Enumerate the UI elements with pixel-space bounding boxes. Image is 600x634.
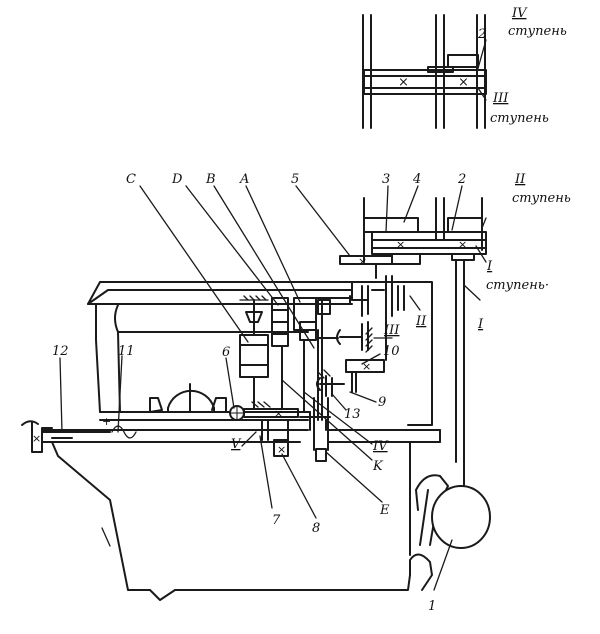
label-7: 7	[272, 513, 281, 528]
label-shaft-v: V	[231, 437, 242, 452]
svg-text:+: +	[102, 415, 111, 428]
label-stage-iii: III	[492, 91, 509, 106]
svg-text:×: ×	[458, 238, 467, 251]
label-stage-word-iv: ступень	[508, 24, 567, 39]
label-stage-i: I	[486, 259, 493, 274]
label-A: A	[239, 172, 249, 187]
label-10: 10	[383, 344, 400, 359]
svg-text:×: ×	[362, 360, 371, 373]
svg-text:×: ×	[396, 238, 405, 251]
svg-text:×: ×	[398, 75, 409, 90]
label-shaft-ii: II	[415, 314, 427, 329]
label-K: K	[372, 459, 384, 474]
svg-text:×: ×	[358, 255, 367, 268]
leader-lines	[59, 185, 481, 591]
label-5: 5	[291, 172, 299, 187]
label-upper-belt-2: 2	[477, 27, 486, 42]
label-3: 3	[382, 172, 390, 187]
label-shaft-iii: III	[383, 323, 400, 338]
label-D: D	[171, 172, 183, 187]
label-E: E	[379, 503, 390, 518]
inset-belt-stages: × ×	[362, 14, 487, 129]
label-12: 12	[52, 344, 69, 359]
label-13: 13	[344, 407, 361, 422]
pulley-stages: × × ×	[339, 197, 491, 549]
svg-text:×: ×	[277, 443, 286, 456]
label-stage-ii: II	[514, 172, 526, 187]
lead-screw-11	[111, 425, 137, 439]
label-4: 4	[412, 172, 421, 187]
label-11: 11	[118, 344, 135, 359]
svg-text:×: ×	[32, 432, 41, 445]
label-9: 9	[378, 395, 386, 410]
label-stage-word-ii: ступень	[512, 191, 571, 206]
label-stage-word-i: ступень·	[486, 278, 549, 293]
label-stage-word-iii: ступень	[490, 111, 549, 126]
handwheel-12: ×	[21, 420, 111, 453]
label-shaft-i: I	[477, 317, 484, 332]
label-shaft-iv: IV	[372, 439, 389, 454]
motor-1	[431, 485, 491, 549]
inset-pulley-block	[363, 69, 487, 95]
label-1: 1	[428, 599, 436, 614]
svg-text:×: ×	[458, 75, 469, 90]
label-8: 8	[312, 521, 320, 536]
label-C: C	[126, 172, 136, 187]
label-6: 6	[222, 345, 230, 360]
label-B: B	[205, 172, 216, 187]
label-stage-iv: IV	[511, 6, 528, 21]
svg-text:×: ×	[274, 407, 283, 420]
label-2: 2	[457, 172, 466, 187]
